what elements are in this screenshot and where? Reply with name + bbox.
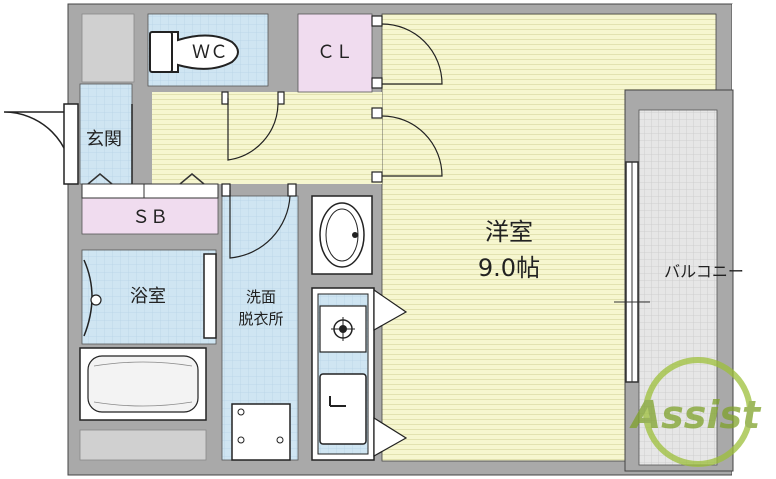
washroom-door: [221, 183, 297, 259]
kitchen-sink-icon: [319, 373, 367, 445]
closet-label: ＣＬ: [317, 42, 353, 63]
entrance-floor: [79, 83, 133, 185]
stove-icon: [319, 305, 367, 353]
shoebox-label: ＳＢ: [132, 207, 168, 228]
room-door: [371, 107, 443, 183]
closet-room: [297, 13, 373, 93]
drain-icon: [237, 408, 245, 416]
wc-door: [221, 91, 285, 161]
entrance-label: 玄関: [86, 129, 122, 150]
toilet-icon: [167, 31, 239, 73]
bathroom-floor: [81, 249, 217, 345]
entrance-door-swing: [3, 111, 73, 181]
sink-icon: [319, 202, 365, 268]
wc-label: ＷＣ: [192, 42, 228, 63]
closet-door: [371, 15, 443, 89]
balcony-label: バルコニー: [664, 262, 744, 281]
washroom-label-2: 脱衣所: [238, 310, 283, 328]
bath-label: 浴室: [130, 286, 166, 307]
washroom-label-1: 洗面: [246, 288, 276, 306]
washing-machine-space: [231, 403, 291, 461]
assist-watermark: Assist: [629, 357, 762, 467]
western-room-label: 洋室: [485, 218, 533, 246]
watermark-text: Assist: [629, 393, 762, 437]
western-room-size: 9.0帖: [478, 254, 540, 282]
hallway-floor: [152, 92, 382, 184]
